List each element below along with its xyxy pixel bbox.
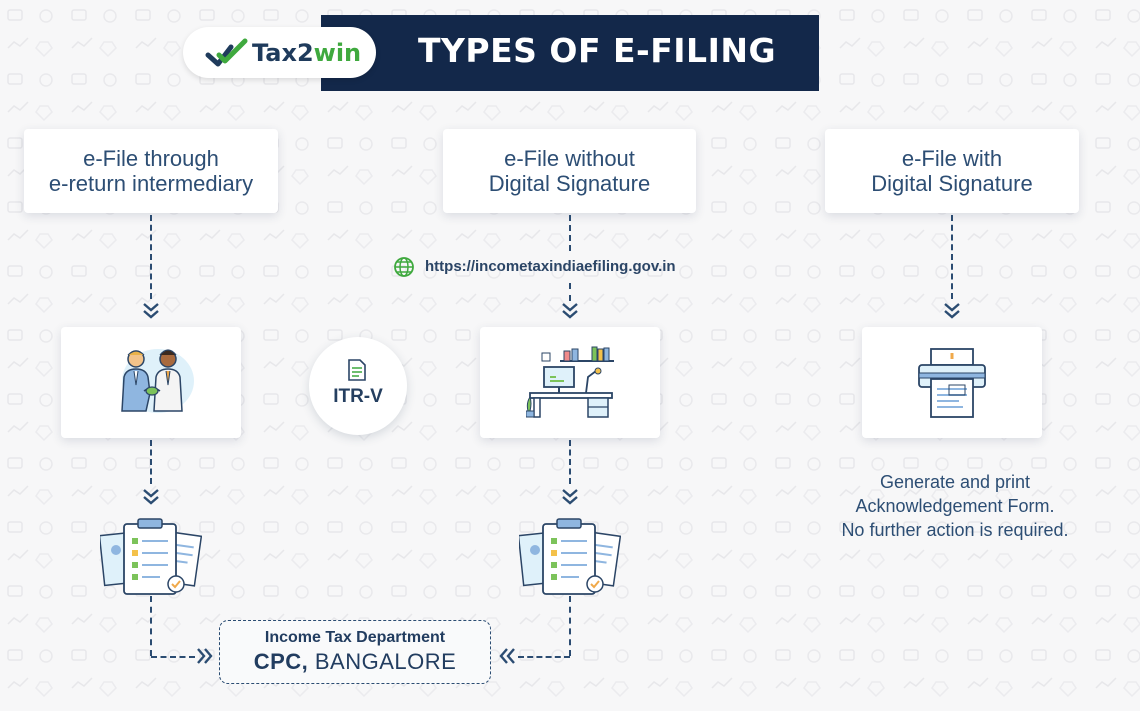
- connector-line: [518, 656, 570, 658]
- illustration-card-workspace: [480, 327, 660, 438]
- printer-icon: [918, 348, 986, 418]
- cpc-box: [219, 620, 491, 684]
- page-title: TYPES OF E-FILING: [418, 31, 777, 70]
- logo-check-icon: [205, 38, 248, 67]
- column-title-intermediary: e-File through e-return intermediary: [24, 129, 278, 213]
- illustration-card-handshake: [61, 327, 241, 438]
- double-chevron-down-icon: [143, 489, 159, 505]
- clipboard-checklist-icon: [100, 518, 202, 595]
- itrv-circle: [309, 337, 407, 435]
- connector-line: [569, 596, 571, 656]
- illustration-card-printer: [862, 327, 1042, 438]
- efiling-url: https://incometaxindiaefiling.gov.in: [425, 258, 676, 275]
- column-title-without-signature: e-File without Digital Signature: [443, 129, 696, 213]
- cpc-department-label: Income Tax Department: [264, 629, 446, 646]
- connector-line: [150, 440, 152, 484]
- double-chevron-down-icon: [944, 303, 960, 319]
- logo-text: Tax2win: [252, 39, 362, 67]
- connector-line: [569, 283, 571, 301]
- double-chevron-down-icon: [562, 489, 578, 505]
- connector-line: [951, 215, 953, 299]
- workspace-desk-icon: [526, 346, 614, 418]
- acknowledgement-note: Generate and print Acknowledgement Form.…: [841, 472, 1069, 540]
- double-chevron-right-icon: [197, 648, 213, 664]
- logo-pill: [183, 27, 376, 78]
- clipboard-checklist-icon: [519, 518, 621, 595]
- connector-line: [569, 440, 571, 484]
- handshake-icon: [121, 349, 194, 413]
- connector-line: [569, 215, 571, 251]
- connector-line: [151, 656, 195, 658]
- connector-line: [150, 215, 152, 299]
- double-chevron-down-icon: [562, 303, 578, 319]
- column-title-with-signature: e-File with Digital Signature: [825, 129, 1079, 213]
- globe-icon: [394, 257, 414, 277]
- cpc-location-label: CPC, BANGALORE: [253, 649, 457, 674]
- connector-line: [150, 596, 152, 656]
- itrv-label: ITR-V: [333, 386, 383, 407]
- header-banner: [321, 15, 819, 91]
- document-icon: [348, 359, 366, 381]
- double-chevron-left-icon: [499, 648, 515, 664]
- double-chevron-down-icon: [143, 303, 159, 319]
